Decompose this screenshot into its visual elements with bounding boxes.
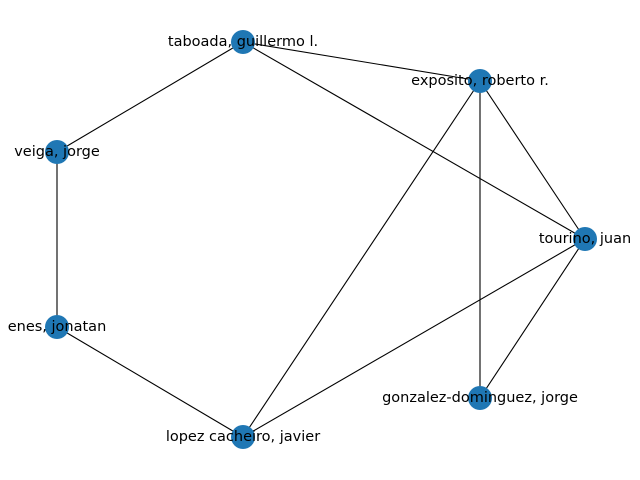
edge-exposito-lopez (242, 80, 481, 438)
edge-taboada-exposito (242, 41, 481, 82)
node-label-gonzalez: gonzalez-dominguez, jorge (382, 390, 578, 406)
edge-tourino-lopez (242, 238, 586, 438)
node-layer (45, 30, 597, 449)
node-label-tourino: tourino, juan (539, 231, 631, 247)
node-taboada (231, 30, 255, 54)
node-gonzalez (468, 386, 492, 410)
node-label-jonatan: enes, jonatan (8, 319, 107, 335)
edge-layer (56, 41, 586, 438)
edge-taboada-veiga (56, 41, 244, 153)
node-lopez (231, 425, 255, 449)
node-label-veiga: veiga, jorge (14, 144, 100, 160)
node-jonatan (45, 315, 69, 339)
edge-tourino-gonzalez (479, 238, 586, 399)
label-layer: taboada, guillermo l. exposito, roberto r… (8, 34, 631, 445)
node-label-lopez: lopez cacheiro, javier (166, 429, 320, 445)
node-label-taboada: taboada, guillermo l. (168, 34, 318, 50)
edge-taboada-tourino (242, 41, 586, 240)
node-tourino (573, 227, 597, 251)
node-label-exposito: exposito, roberto r. (411, 73, 549, 89)
node-exposito (468, 69, 492, 93)
edge-exposito-tourino (479, 80, 586, 240)
edge-jonatan-lopez (56, 326, 244, 438)
node-veiga (45, 140, 69, 164)
